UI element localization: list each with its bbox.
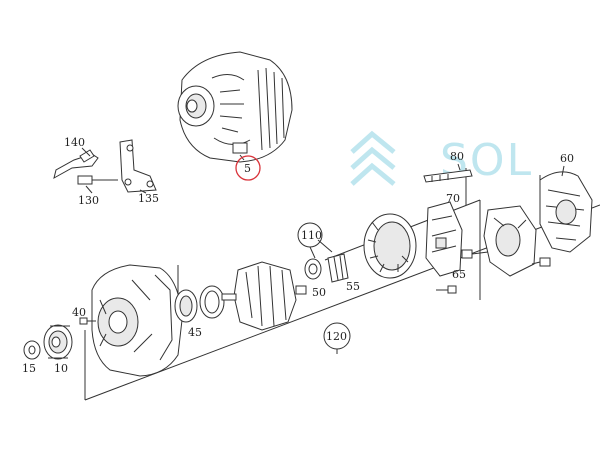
callout-45[interactable]: 45	[188, 326, 202, 339]
part-rear-cover[interactable]	[539, 171, 593, 253]
part-bracket[interactable]	[119, 139, 157, 193]
part-nut[interactable]	[23, 340, 41, 360]
part-seal-ring[interactable]	[199, 285, 225, 319]
part-bolt-130[interactable]	[77, 175, 118, 185]
callout-40[interactable]: 40	[72, 306, 86, 319]
callout-120[interactable]: 120	[326, 330, 347, 343]
part-cap-55[interactable]	[327, 253, 349, 283]
callout-110[interactable]: 110	[301, 229, 322, 242]
part-screw-40[interactable]	[79, 317, 96, 325]
part-screw-65b[interactable]	[461, 249, 489, 259]
part-alternator-assembly[interactable]	[177, 51, 293, 163]
callout-130[interactable]: 130	[78, 194, 99, 207]
callout-80[interactable]: 80	[450, 150, 464, 163]
part-screw-regulator[interactable]	[531, 257, 551, 267]
callout-65[interactable]: 65	[452, 268, 466, 281]
part-regulator[interactable]	[483, 205, 537, 277]
callout-15[interactable]: 15	[22, 362, 36, 375]
part-bearing-45[interactable]	[174, 289, 198, 323]
callout-70[interactable]: 70	[446, 192, 460, 205]
part-bearing-50[interactable]	[304, 258, 322, 280]
part-screw-65[interactable]	[436, 285, 457, 294]
callout-circle-120	[323, 322, 351, 350]
part-rectifier[interactable]	[425, 201, 463, 277]
callout-50[interactable]: 50	[312, 286, 326, 299]
part-bolt-80[interactable]	[423, 169, 473, 183]
part-front-housing[interactable]	[91, 264, 183, 377]
part-stator[interactable]	[363, 213, 417, 279]
callout-10[interactable]: 10	[54, 362, 68, 375]
part-rotor[interactable]	[221, 261, 307, 331]
part-pulley[interactable]	[43, 324, 73, 360]
callout-140[interactable]: 140	[64, 136, 85, 149]
callout-5[interactable]: 5	[244, 162, 251, 175]
callout-135[interactable]: 135	[138, 192, 159, 205]
part-clip[interactable]	[53, 149, 99, 179]
watermark-emblem-icon	[350, 130, 396, 186]
callout-60[interactable]: 60	[560, 152, 574, 165]
callout-55[interactable]: 55	[346, 280, 360, 293]
highlight-ring	[235, 155, 261, 181]
